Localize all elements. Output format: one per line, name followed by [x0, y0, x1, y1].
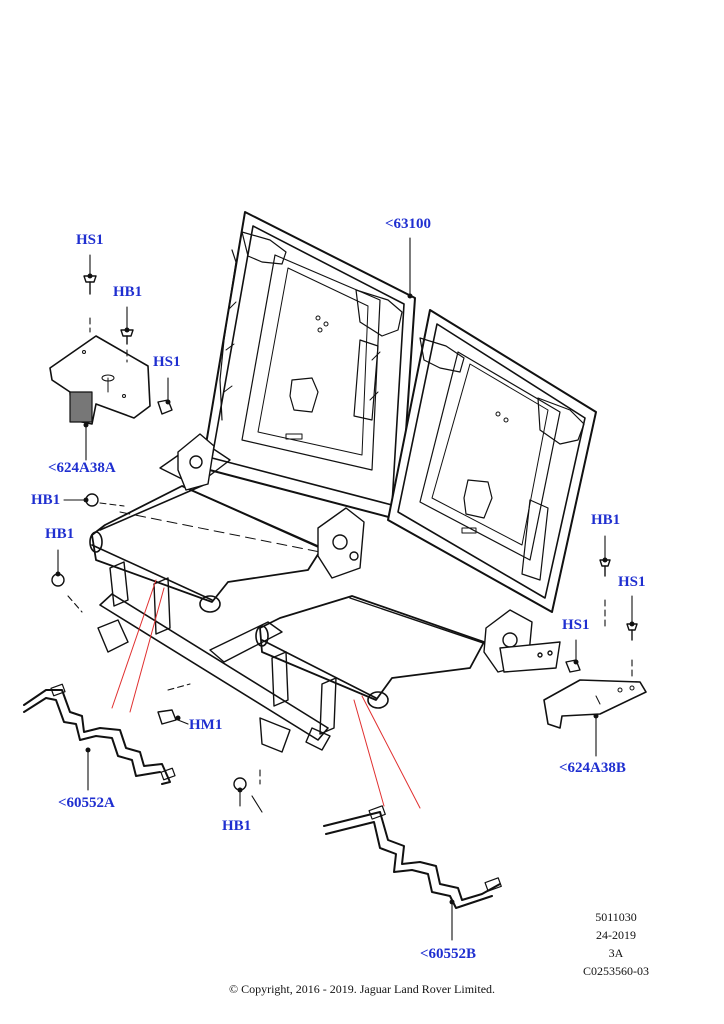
callout-hs1-mid-left: HS1	[153, 354, 181, 370]
bracket-624A38A	[49, 335, 151, 425]
callout-hs1-right-upper: HS1	[618, 574, 646, 590]
bracket-624A38B	[543, 679, 647, 729]
fasteners	[51, 275, 638, 791]
seat-cushion-frames	[89, 483, 487, 709]
leader-lines	[57, 237, 633, 941]
callout-hb1-left-lower: HB1	[45, 526, 75, 542]
diagram-code-2: 24-2019	[596, 928, 636, 942]
callout-hb1-left-upper: HB1	[31, 492, 61, 508]
callout-624A38B: <624A38B	[559, 760, 626, 776]
copyright-notice: © Copyright, 2016 - 2019. Jaguar Land Ro…	[228, 982, 496, 996]
right-seat-back	[387, 309, 597, 613]
wire-spring-60552B	[323, 805, 502, 909]
callout-hb1-bottom: HB1	[222, 818, 252, 834]
callout-hs1-right-lower: HS1	[562, 617, 590, 633]
callout-60552A: <60552A	[58, 795, 115, 811]
callout-hb1-top-left: HB1	[113, 284, 143, 300]
callout-63100: <63100	[385, 216, 432, 232]
diagram-code-3: 3A	[608, 946, 624, 960]
callout-60552B: <60552B	[420, 946, 477, 962]
callout-hb1-right: HB1	[591, 512, 621, 528]
seat-pivot-hinges	[177, 433, 561, 673]
callout-hs1-top-left: HS1	[76, 232, 104, 248]
callout-dots	[55, 273, 635, 905]
wire-spring-60552A	[23, 683, 176, 785]
spring-leader-lines-red	[111, 579, 421, 809]
callout-hm1: HM1	[189, 717, 223, 733]
left-seat-back	[201, 211, 416, 521]
diagram-code-1: 5011030	[595, 910, 637, 924]
callout-624A38A: <624A38A	[48, 460, 116, 476]
diagram-code-4: C0253560-03	[583, 964, 649, 978]
